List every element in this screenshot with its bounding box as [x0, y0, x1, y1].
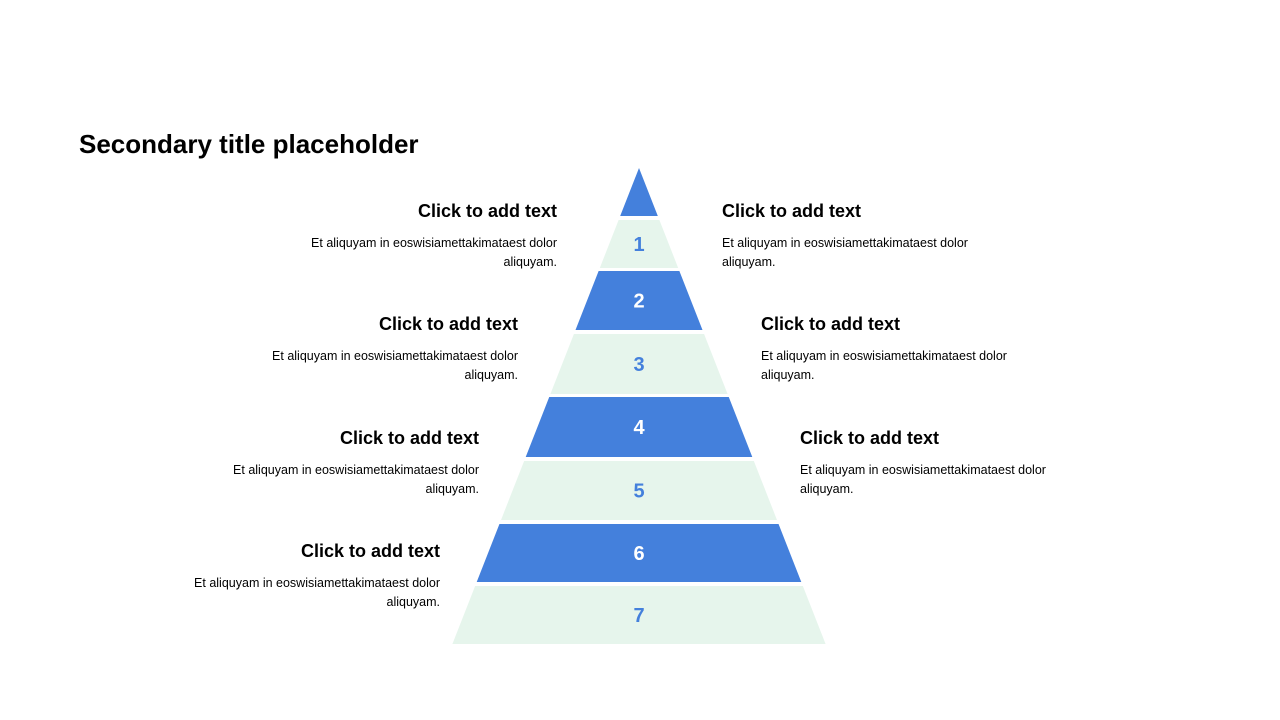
callout-left-1[interactable]: Click to add text Et aliquyam in eoswisi… [267, 200, 557, 272]
pyramid-level-number: 1 [633, 234, 644, 256]
callout-body[interactable]: Et aliquyam in eoswisiamettakimataest do… [800, 463, 1046, 496]
pyramid-level-4[interactable] [525, 397, 753, 457]
pyramid-level-1[interactable] [599, 220, 679, 268]
pyramid-level-6[interactable] [476, 524, 802, 582]
callout-heading[interactable]: Click to add text [417, 201, 557, 221]
callout-body[interactable]: Et aliquyam in eoswisiamettakimataest do… [311, 236, 557, 269]
callout-right-3[interactable]: Click to add text Et aliquyam in eoswisi… [800, 427, 1090, 499]
pyramid-level-number: 6 [633, 543, 644, 565]
pyramid-level-number: 5 [633, 481, 644, 503]
callout-body[interactable]: Et aliquyam in eoswisiamettakimataest do… [761, 349, 1007, 382]
callout-body[interactable]: Et aliquyam in eoswisiamettakimataest do… [233, 463, 479, 496]
callout-body[interactable]: Et aliquyam in eoswisiamettakimataest do… [194, 576, 440, 609]
pyramid-level-number: 2 [633, 291, 644, 313]
callout-body[interactable]: Et aliquyam in eoswisiamettakimataest do… [722, 236, 968, 269]
pyramid-level-number: 4 [633, 417, 645, 439]
pyramid-level-number: 7 [633, 605, 644, 627]
callout-heading[interactable]: Click to add text [800, 428, 940, 448]
callout-heading[interactable]: Click to add text [722, 201, 862, 221]
pyramid-level-5[interactable] [501, 461, 777, 520]
slide-title[interactable]: Secondary title placeholder [79, 129, 419, 159]
callout-heading[interactable]: Click to add text [761, 314, 901, 334]
callout-heading[interactable]: Click to add text [378, 314, 518, 334]
callout-right-1[interactable]: Click to add text Et aliquyam in eoswisi… [722, 200, 1012, 272]
callout-heading[interactable]: Click to add text [339, 428, 479, 448]
pyramid-level-2[interactable] [575, 271, 703, 330]
pyramid-apex[interactable] [620, 168, 658, 216]
callout-body[interactable]: Et aliquyam in eoswisiamettakimataest do… [272, 349, 518, 382]
callout-left-2[interactable]: Click to add text Et aliquyam in eoswisi… [228, 313, 518, 385]
callout-left-3[interactable]: Click to add text Et aliquyam in eoswisi… [189, 427, 479, 499]
pyramid-level-number: 3 [633, 354, 644, 376]
pyramid-level-7[interactable] [452, 586, 826, 644]
callout-right-2[interactable]: Click to add text Et aliquyam in eoswisi… [761, 313, 1051, 385]
callout-left-4[interactable]: Click to add text Et aliquyam in eoswisi… [150, 540, 440, 612]
pyramid-level-3[interactable] [550, 334, 728, 394]
callout-heading[interactable]: Click to add text [300, 541, 440, 561]
